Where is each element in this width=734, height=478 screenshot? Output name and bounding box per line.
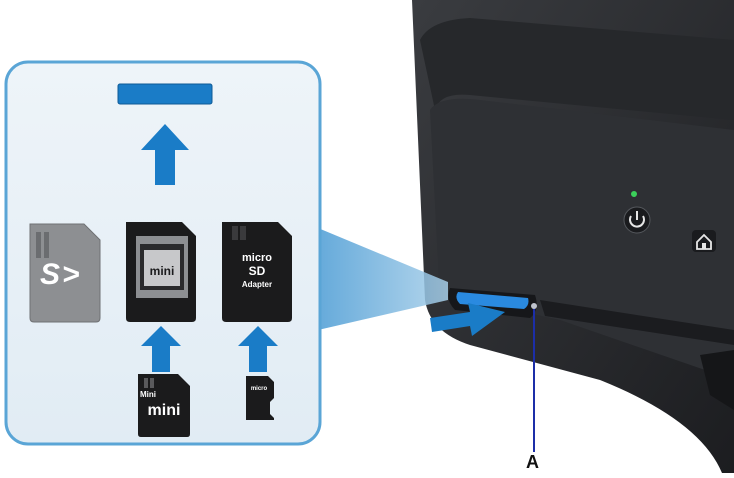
up-arrow-main (141, 124, 189, 185)
microsd-adapter-logo-bottom: SD (248, 264, 266, 278)
up-arrow-minisd (141, 326, 181, 372)
sd-card-logo: S> (40, 258, 82, 291)
minisd-card (138, 374, 190, 437)
minisd-card-logo-bottom: mini (147, 402, 181, 419)
minisd-adapter-logo: mini (149, 264, 175, 278)
zoom-wedge (318, 228, 448, 330)
minisd-card-logo-top: Mini (140, 390, 156, 399)
power-icon (623, 191, 651, 234)
sd-card (29, 223, 101, 323)
microsd-adapter-logo-top: micro (242, 252, 272, 264)
minisd-adapter (126, 222, 196, 322)
microsd-adapter-text: Adapter (241, 280, 273, 289)
microsd-card (246, 376, 274, 420)
label-a: A (526, 452, 539, 472)
microsd-adapter (222, 222, 292, 322)
microsd-card-logo: micro (250, 386, 268, 392)
home-icon (692, 230, 716, 252)
up-arrow-microsd (238, 326, 278, 372)
label-a-dot (531, 303, 537, 309)
slot-bar (117, 83, 213, 105)
insert-arrow (430, 303, 505, 336)
printer-body (412, 0, 734, 473)
